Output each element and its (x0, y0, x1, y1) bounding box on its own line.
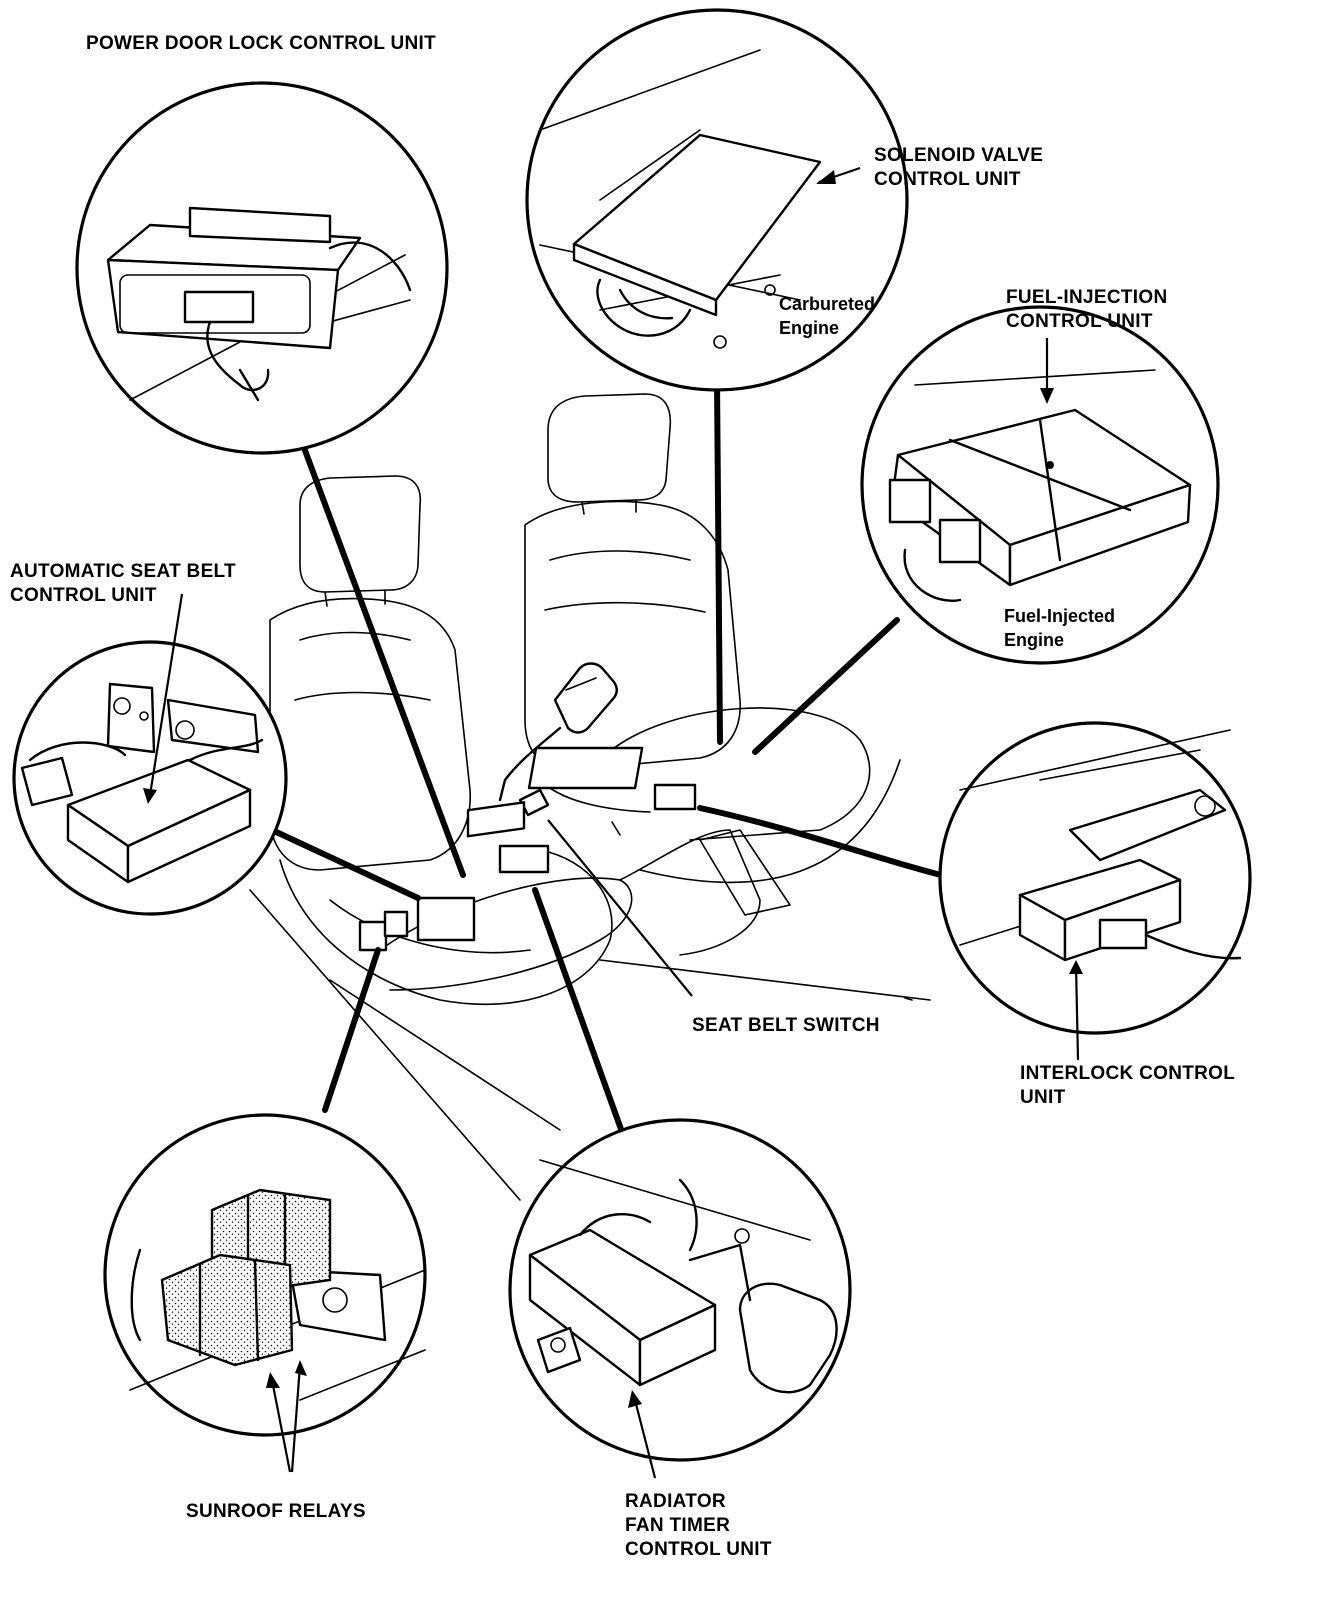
leader-sunroof (322, 947, 381, 1113)
label-solenoid-valve-line1: SOLENOID VALVE (874, 145, 1044, 166)
leader-interlock (697, 805, 948, 879)
label-radiator-line3: CONTROL UNIT (625, 1539, 772, 1560)
leader-seat-belt-switch (547, 819, 693, 997)
fuel-injection-unit-in-car (527, 746, 644, 790)
label-fuel-injected-line1: Fuel-Injected (1004, 606, 1116, 626)
leader-radiator (532, 887, 625, 1135)
leader-power-door-lock (300, 442, 466, 878)
detail-sunroof-relays (103, 1113, 427, 1473)
leader-fuel-injection (752, 617, 900, 755)
label-seat-belt-switch: SEAT BELT SWITCH (692, 1015, 880, 1036)
label-power-door-lock: POWER DOOR LOCK CONTROL UNIT (86, 33, 437, 54)
label-auto-seat-belt-line2: CONTROL UNIT (10, 585, 157, 606)
label-fuel-injected-line2: Engine (1004, 630, 1065, 650)
label-interlock-line1: INTERLOCK CONTROL (1020, 1063, 1236, 1084)
leader-auto-seat-belt (269, 827, 421, 901)
center-console (379, 829, 791, 991)
seat-belt-buckle (498, 662, 618, 817)
seat-belt-unit-in-car (416, 896, 476, 942)
detail-power-door-lock (75, 81, 449, 455)
detail-solenoid-valve (525, 8, 909, 392)
sunroof-relay-2-in-car (383, 910, 409, 938)
label-interlock-line2: UNIT (1020, 1087, 1066, 1108)
label-radiator-line1: RADIATOR (625, 1491, 726, 1512)
label-fuel-injection-line2: CONTROL UNIT (1006, 311, 1153, 332)
label-auto-seat-belt-line1: AUTOMATIC SEAT BELT (10, 561, 236, 582)
label-carbureted-line2: Engine (779, 318, 840, 338)
label-sunroof-relays: SUNROOF RELAYS (186, 1501, 366, 1522)
radiator-unit-in-car (498, 844, 550, 874)
leader-solenoid-valve (714, 377, 723, 745)
detail-radiator-fan-timer (508, 1118, 852, 1479)
car-interior-scene (249, 393, 931, 1201)
interlock-unit-in-car (653, 783, 697, 811)
label-fuel-injection-line1: FUEL-INJECTION (1006, 287, 1168, 308)
label-carbureted-line1: Carbureted (779, 294, 876, 314)
detail-fuel-injection (860, 305, 1220, 665)
detail-interlock (938, 721, 1252, 1061)
detail-auto-seat-belt (12, 593, 288, 916)
sunroof-relay-in-car (358, 920, 388, 952)
relay-block-in-car (466, 801, 526, 838)
leader-lines (269, 377, 948, 1135)
label-radiator-line2: FAN TIMER (625, 1515, 731, 1536)
label-solenoid-valve-line2: CONTROL UNIT (874, 169, 1021, 190)
left-seat (269, 475, 613, 1006)
